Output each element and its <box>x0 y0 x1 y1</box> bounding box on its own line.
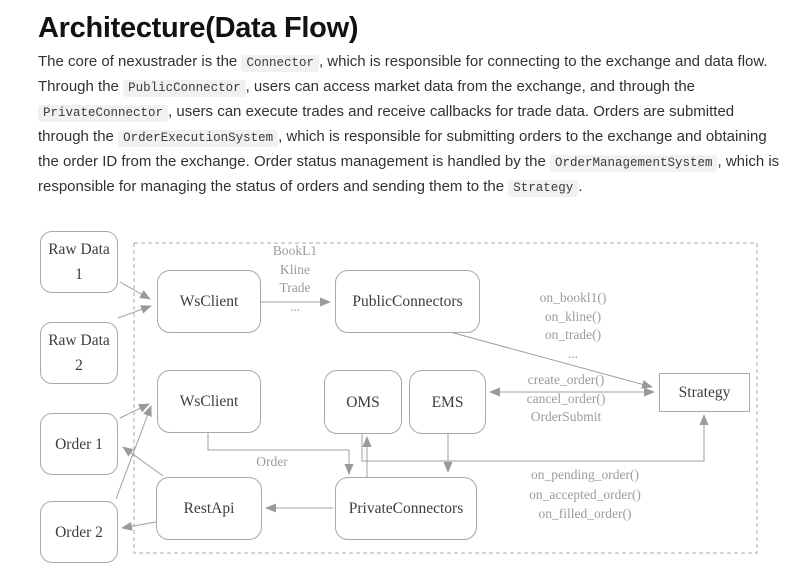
label-order: Order <box>256 454 288 469</box>
inline-code-strategy: Strategy <box>508 180 579 197</box>
inline-code-privateconnector: PrivateConnector <box>38 105 169 122</box>
node-order-2: Order 2 <box>40 501 118 563</box>
diagram-edges-layer <box>115 242 758 554</box>
inline-code-publicconnector: PublicConnector <box>123 80 246 97</box>
dashed-boundary <box>133 242 758 554</box>
node-order-1: Order 1 <box>40 413 118 475</box>
intro-text: , which is responsible for connecting to… <box>38 53 768 95</box>
node-oms: OMS <box>324 370 402 434</box>
intro-text: The core of nexustrader is the <box>38 53 242 70</box>
node-public-connectors: PublicConnectors <box>335 270 480 333</box>
inline-code-orderexecutionsystem: OrderExecutionSystem <box>118 130 279 147</box>
label-strategy-to-ems: create_order() cancel_order() OrderSubmi… <box>526 372 606 424</box>
arrow-rawdata1-to-wsclient1 <box>119 281 151 300</box>
intro-text: , which is responsible for managing the … <box>38 153 780 195</box>
intro-paragraph: The core of nexustrader is the Connector… <box>38 50 780 200</box>
arrow-publicconnectors-to-strategy <box>449 331 653 389</box>
node-raw-data-2: Raw Data 2 <box>40 322 118 384</box>
arrow-restapi-to-order2 <box>121 521 157 531</box>
page-title: Architecture(Data Flow) <box>38 12 359 44</box>
intro-text: , users can execute trades and receive c… <box>38 103 735 145</box>
node-strategy: Strategy <box>659 373 750 412</box>
intro-text: , users can access market data from the … <box>245 78 696 95</box>
node-ws-client-2: WsClient <box>157 370 261 433</box>
label-publicconnectors-to-strategy: on_bookl1() on_kline() on_trade() ... <box>539 290 607 361</box>
inline-code-ordermanagementsystem: OrderManagementSystem <box>549 155 718 172</box>
node-raw-data-1: Raw Data 1 <box>40 231 118 293</box>
label-wsclient-to-publicconnectors: BookL1 Kline Trade ... <box>272 243 318 314</box>
node-ws-client-1: WsClient <box>157 270 261 333</box>
node-ems: EMS <box>409 370 486 434</box>
architecture-diagram: Raw Data 1 Raw Data 2 Order 1 Order 2 Ws… <box>0 225 800 582</box>
label-oms-to-strategy: on_pending_order() on_accepted_order() o… <box>529 467 641 521</box>
node-rest-api: RestApi <box>156 477 262 540</box>
node-private-connectors: PrivateConnectors <box>335 477 477 540</box>
arrow-oms-to-strategy <box>361 414 709 462</box>
arrow-wsclient2-to-privateconnectors <box>207 433 354 475</box>
intro-text: . <box>578 178 583 195</box>
arrow-restapi-to-order1 <box>122 446 164 477</box>
intro-text: , which is responsible for submitting or… <box>38 128 767 170</box>
arrow-rawdata2-to-wsclient1 <box>117 305 152 319</box>
inline-code-connector: Connector <box>241 55 319 72</box>
